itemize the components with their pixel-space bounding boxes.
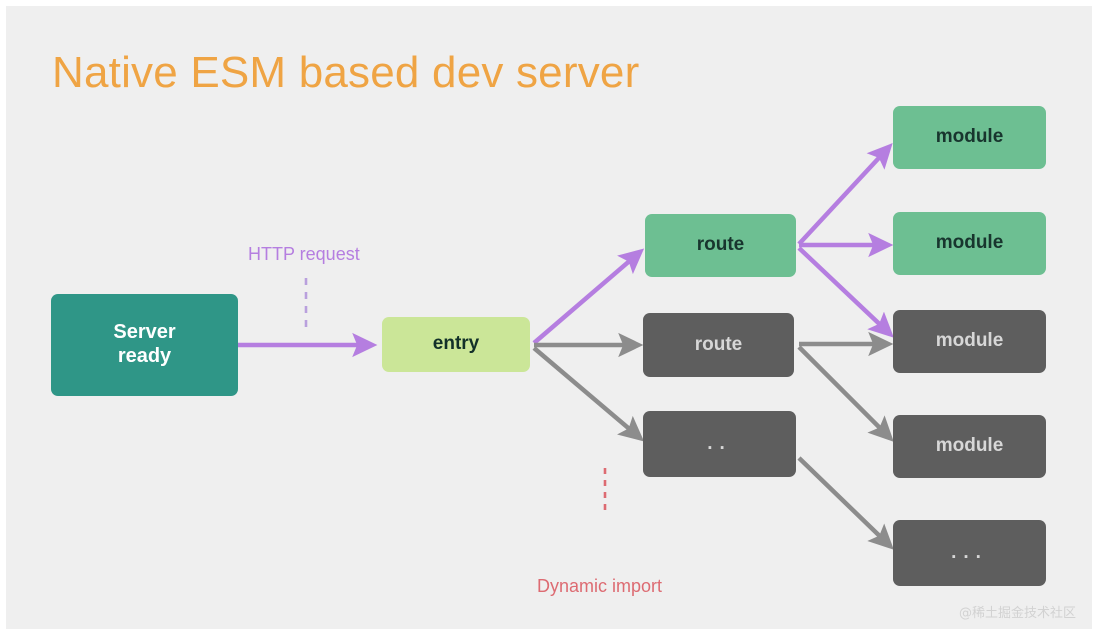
edge-entry-to-ellipsis <box>532 346 645 442</box>
node-ellipsis-bottom[interactable]: ... <box>893 520 1046 586</box>
node-module-2[interactable]: module <box>893 212 1046 275</box>
caption-dynamic-import: Dynamic import (code split point) <box>537 527 669 629</box>
node-module-1[interactable]: module <box>893 106 1046 169</box>
node-route-green[interactable]: route <box>645 214 796 277</box>
edge-entry-to-route-green <box>532 248 645 345</box>
node-route-green-label: route <box>696 234 745 256</box>
node-route-gray-label: route <box>694 333 743 355</box>
node-module-2-label: module <box>935 232 1004 254</box>
caption-dynamic-import-line1: Dynamic import <box>537 575 663 596</box>
node-route-gray[interactable]: route <box>643 313 794 377</box>
node-entry-label: entry <box>432 333 480 355</box>
node-module-3[interactable]: module <box>893 310 1046 373</box>
node-module-4-label: module <box>935 435 1004 457</box>
edge-route-green-to-module-1 <box>797 143 893 246</box>
node-ellipsis-mid[interactable]: .. <box>643 411 796 477</box>
node-server-ready-line1: Server <box>113 321 176 344</box>
node-module-1-label: module <box>935 126 1004 148</box>
node-server-ready[interactable]: Server ready <box>51 294 238 396</box>
node-server-ready-label: Server ready <box>113 321 175 368</box>
node-server-ready-line2: ready <box>117 345 172 367</box>
node-ellipsis-bottom-label: ... <box>951 541 988 563</box>
edge-ellipsis-to-ellipsis-bottom <box>797 456 894 550</box>
edge-route-green-to-module-3 <box>797 246 894 338</box>
caption-http-request: HTTP request <box>248 244 360 264</box>
page-title: Native ESM based dev server <box>52 48 640 97</box>
node-entry[interactable]: entry <box>382 317 530 372</box>
node-module-3-label: module <box>935 330 1004 352</box>
edge-route-gray-to-module-4 <box>797 345 894 442</box>
node-ellipsis-mid-label: .. <box>707 432 732 454</box>
node-module-4[interactable]: module <box>893 415 1046 478</box>
watermark: @稀土掘金技术社区 <box>958 606 1076 621</box>
